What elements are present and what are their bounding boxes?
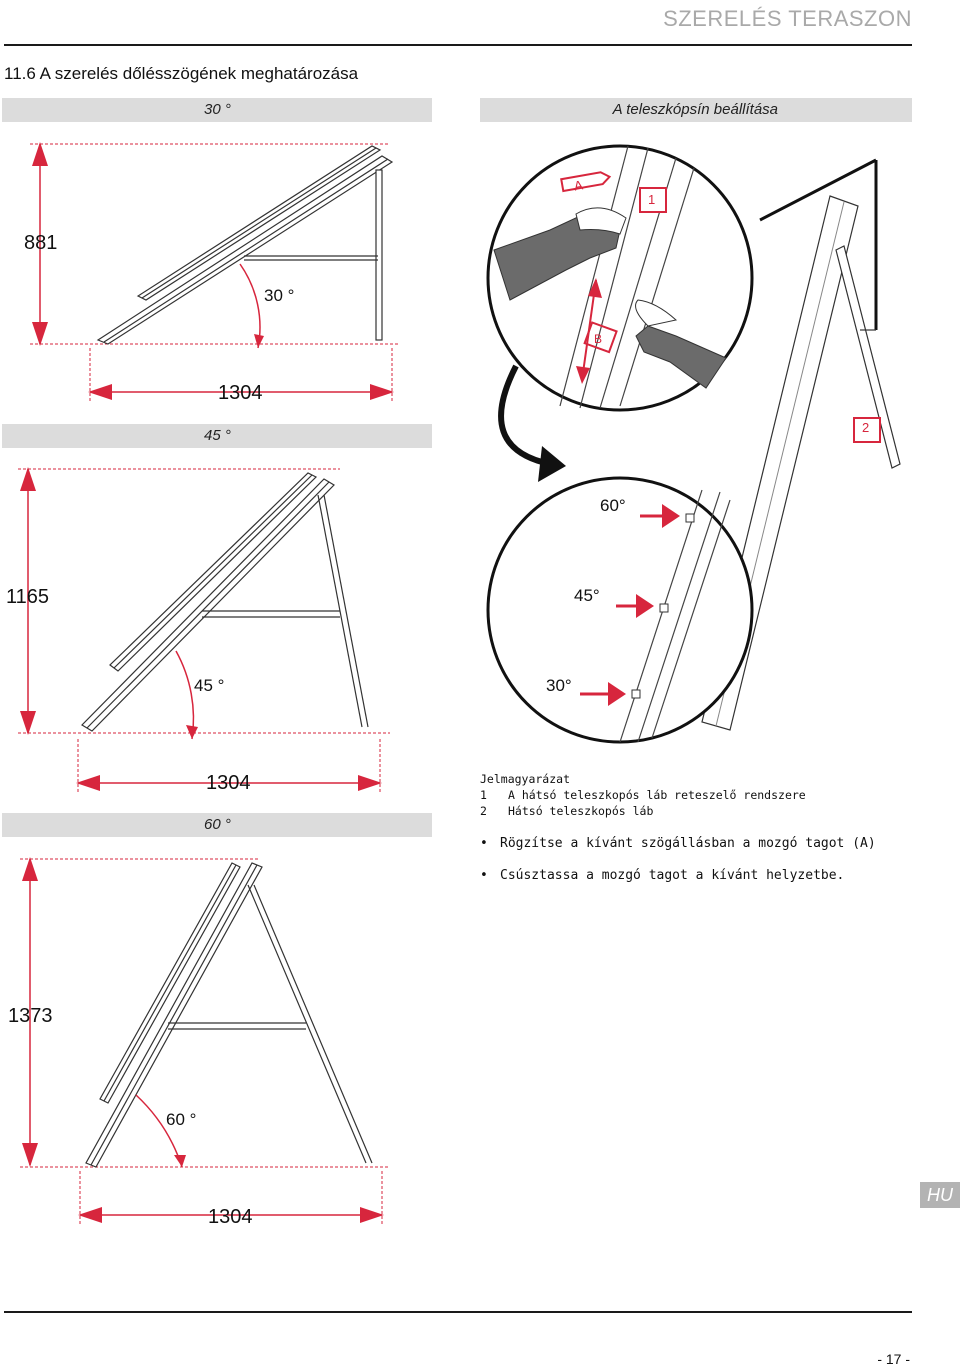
legend-item: 1 A hátsó teleszkopós láb reteszelő rends… bbox=[480, 787, 806, 803]
telescope-detail bbox=[486, 144, 901, 744]
bar-telescope: A teleszkópsín beállítása bbox=[480, 98, 912, 122]
instruction-text: Csúsztassa a mozgó tagot a kívánt helyze… bbox=[500, 868, 845, 883]
legend-num: 2 bbox=[480, 804, 487, 818]
angle-30-label: 30 ° bbox=[264, 286, 295, 305]
instruction-item: • Csúsztassa a mozgó tagot a kívánt helyz… bbox=[480, 868, 844, 883]
legend-title: Jelmagyarázat bbox=[480, 772, 571, 786]
bar-30: 30 ° bbox=[2, 98, 432, 122]
dim-1165: 1165 bbox=[6, 586, 50, 608]
language-badge: HU bbox=[920, 1182, 960, 1208]
legend: Jelmagyarázat 1 A hátsó teleszkopós láb r… bbox=[480, 771, 806, 819]
legend-num: 1 bbox=[480, 788, 487, 802]
bar-60: 60 ° bbox=[2, 813, 432, 837]
header-rule bbox=[4, 44, 912, 46]
diagram-45 bbox=[18, 467, 390, 793]
angle-60-label: 60 ° bbox=[166, 1110, 197, 1129]
marker-1: 1 bbox=[648, 192, 656, 207]
bar-telescope-label: A teleszkópsín beállítása bbox=[612, 101, 778, 118]
diagram-60 bbox=[20, 857, 390, 1225]
section-title: 11.6 A szerelés dőlésszögének meghatároz… bbox=[4, 64, 359, 83]
bar-45: 45 ° bbox=[2, 424, 432, 448]
instruction-item: • Rögzítse a kívánt szögállásban a mozgó … bbox=[480, 836, 876, 851]
legend-item: 2 Hátsó teleszkopós láb bbox=[480, 803, 806, 819]
bar-45-label: 45 ° bbox=[204, 427, 231, 444]
label-b: B bbox=[594, 332, 603, 346]
diagram-30 bbox=[30, 142, 400, 402]
footer-rule bbox=[4, 1311, 912, 1313]
instruction-text: Rögzítse a kívánt szögállásban a mozgó t… bbox=[500, 836, 876, 851]
dim-881: 881 bbox=[24, 232, 58, 254]
detail-angle-60: 60° bbox=[600, 496, 626, 515]
header-title: SZERELÉS TERASZON bbox=[663, 6, 912, 31]
angle-45-label: 45 ° bbox=[194, 676, 225, 695]
label-a: A bbox=[572, 177, 584, 194]
bullet-icon: • bbox=[480, 836, 488, 851]
dim-1304-a: 1304 bbox=[218, 382, 263, 404]
page-number: - 17 - bbox=[877, 1351, 910, 1367]
detail-angle-30: 30° bbox=[546, 676, 572, 695]
dim-1304-c: 1304 bbox=[208, 1206, 253, 1228]
bar-30-label: 30 ° bbox=[204, 101, 231, 118]
detail-angle-45: 45° bbox=[574, 586, 600, 605]
legend-text: A hátsó teleszkopós láb reteszelő rendsz… bbox=[508, 788, 806, 802]
dim-1304-b: 1304 bbox=[206, 772, 251, 794]
bar-60-label: 60 ° bbox=[204, 816, 231, 833]
marker-2: 2 bbox=[862, 420, 870, 435]
legend-text: Hátsó teleszkopós láb bbox=[508, 804, 654, 818]
dim-1373: 1373 bbox=[8, 1005, 53, 1027]
bullet-icon: • bbox=[480, 868, 488, 883]
